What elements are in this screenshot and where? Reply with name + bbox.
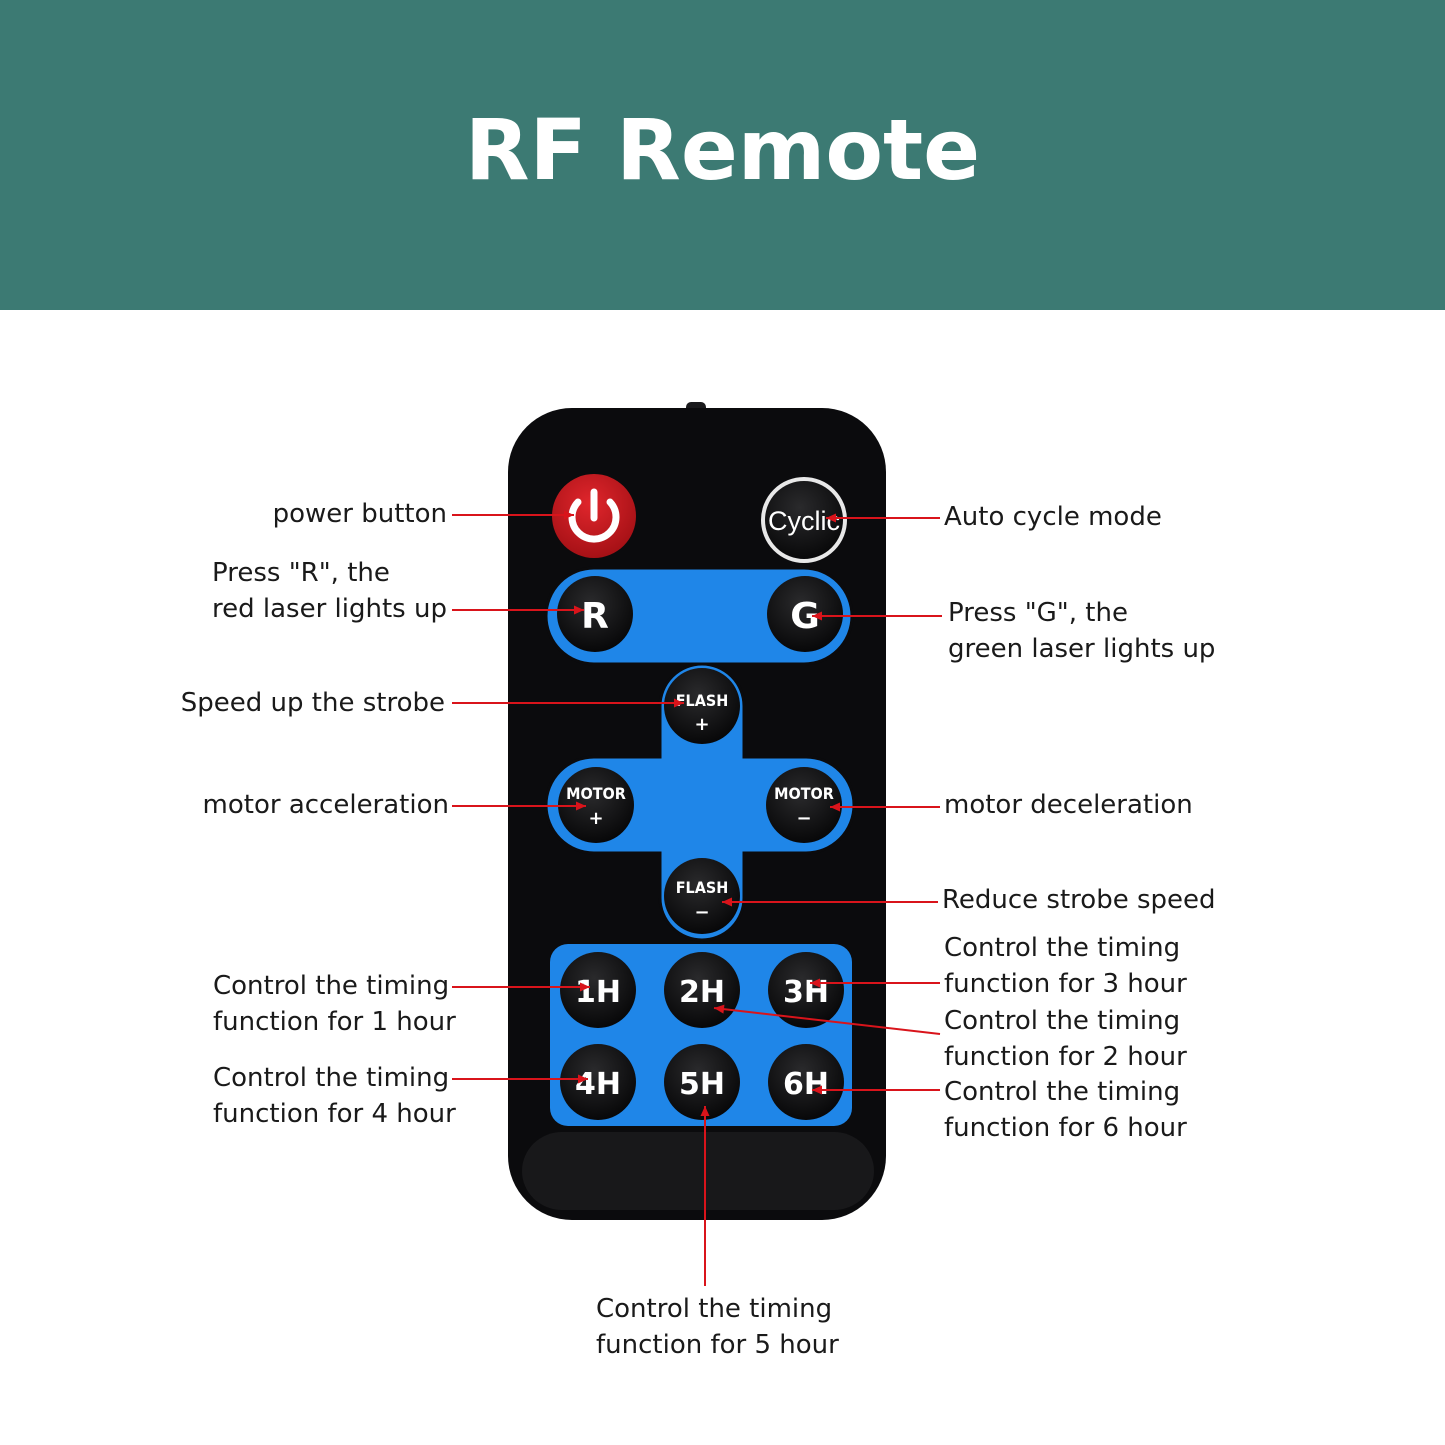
timer-6h-button[interactable]: 6H [768, 1044, 844, 1120]
callout-lines [452, 510, 942, 1286]
callout-motor-acc [452, 801, 586, 811]
header-banner: RF Remote [0, 0, 1445, 310]
r-label: R [581, 596, 609, 637]
callout-r [452, 605, 584, 615]
timer-1h-button[interactable]: 1H [560, 952, 636, 1028]
page-title: RF Remote [464, 101, 981, 199]
cross-pad [544, 662, 856, 942]
label-motor-acceleration: motor acceleration [202, 790, 449, 820]
callout-6h [812, 1085, 940, 1095]
r-button[interactable]: R [557, 576, 633, 652]
cyclic-label: Cyclic [768, 506, 840, 536]
label-auto-cycle-mode: Auto cycle mode [944, 502, 1162, 532]
flash-plus-button[interactable]: FLASH + [664, 668, 740, 744]
label-power-button: power button [272, 499, 447, 529]
callout-4h [452, 1074, 588, 1084]
label-motor-deceleration: motor deceleration [944, 790, 1193, 820]
callout-cyclic [826, 513, 940, 523]
timer-2h-button[interactable]: 2H [664, 952, 740, 1028]
flash-minus-button[interactable]: FLASH − [664, 858, 740, 934]
timer-1h-label: 1H [575, 975, 621, 1010]
callout-g [812, 611, 942, 621]
cyclic-button[interactable]: Cyclic [761, 477, 847, 563]
callout-flash-up [452, 698, 684, 708]
motor-minus-sign: − [796, 808, 811, 829]
callout-motor-dec [830, 802, 940, 812]
timer-2h-label: 2H [679, 975, 725, 1010]
timer-3h-label: 3H [783, 975, 829, 1010]
callout-1h [452, 982, 590, 992]
motor-minus-top-label: MOTOR [774, 784, 834, 803]
motor-plus-top-label: MOTOR [566, 784, 626, 803]
flash-plus-top-label: FLASH [676, 691, 729, 710]
timer-5h-label: 5H [679, 1067, 725, 1102]
motor-plus-button[interactable]: MOTOR + [558, 767, 634, 843]
remote-bottom-bevel [522, 1132, 874, 1210]
timer-4h-label: 4H [575, 1067, 621, 1102]
flash-plus-sign: + [694, 714, 709, 735]
timer-6h-label: 6H [783, 1067, 829, 1102]
g-button[interactable]: G [767, 576, 843, 652]
motor-plus-sign: + [588, 808, 603, 829]
motor-minus-button[interactable]: MOTOR − [766, 767, 842, 843]
callout-5h [700, 1106, 710, 1286]
label-reduce-strobe-speed: Reduce strobe speed [942, 885, 1216, 915]
flash-minus-top-label: FLASH [676, 878, 729, 897]
callout-power [452, 510, 574, 520]
timer-5h-button[interactable]: 5H [664, 1044, 740, 1120]
callout-flash-down [722, 897, 938, 907]
callout-3h [810, 978, 940, 988]
callout-2h [713, 1004, 941, 1035]
timer-4h-button[interactable]: 4H [560, 1044, 636, 1120]
timer-3h-button[interactable]: 3H [768, 952, 844, 1028]
label-speed-up-strobe: Speed up the strobe [180, 688, 445, 718]
flash-minus-sign: − [694, 902, 709, 923]
